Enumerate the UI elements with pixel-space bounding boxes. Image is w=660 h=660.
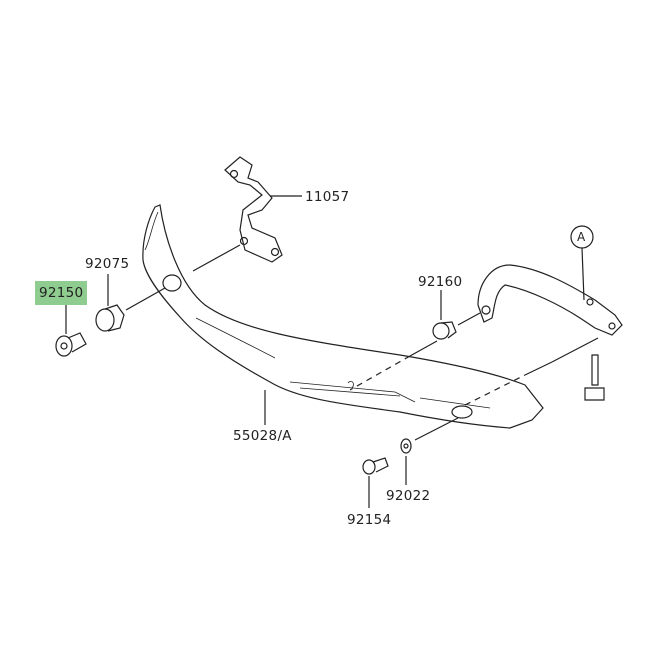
part-label-92160[interactable]: 92160 <box>418 274 463 290</box>
callout-label-a: A <box>577 230 586 244</box>
hand-guard-part <box>142 204 544 429</box>
screw-92154 <box>362 457 389 475</box>
part-label-92022[interactable]: 92022 <box>386 488 431 504</box>
washer-92022 <box>400 438 412 454</box>
part-label-92150[interactable]: 92150 <box>35 281 88 305</box>
bolt-right <box>584 354 605 401</box>
part-label-11057[interactable]: 11057 <box>305 189 350 205</box>
right-bracket-part <box>477 264 623 336</box>
bracket-part <box>224 156 283 263</box>
part-label-92075[interactable]: 92075 <box>85 256 130 272</box>
part-label-55028a[interactable]: 55028/A <box>233 428 292 444</box>
bolt-92150 <box>55 332 87 357</box>
grommet-92160 <box>432 321 457 340</box>
plug-92075 <box>95 304 125 332</box>
part-label-92154[interactable]: 92154 <box>347 512 392 528</box>
